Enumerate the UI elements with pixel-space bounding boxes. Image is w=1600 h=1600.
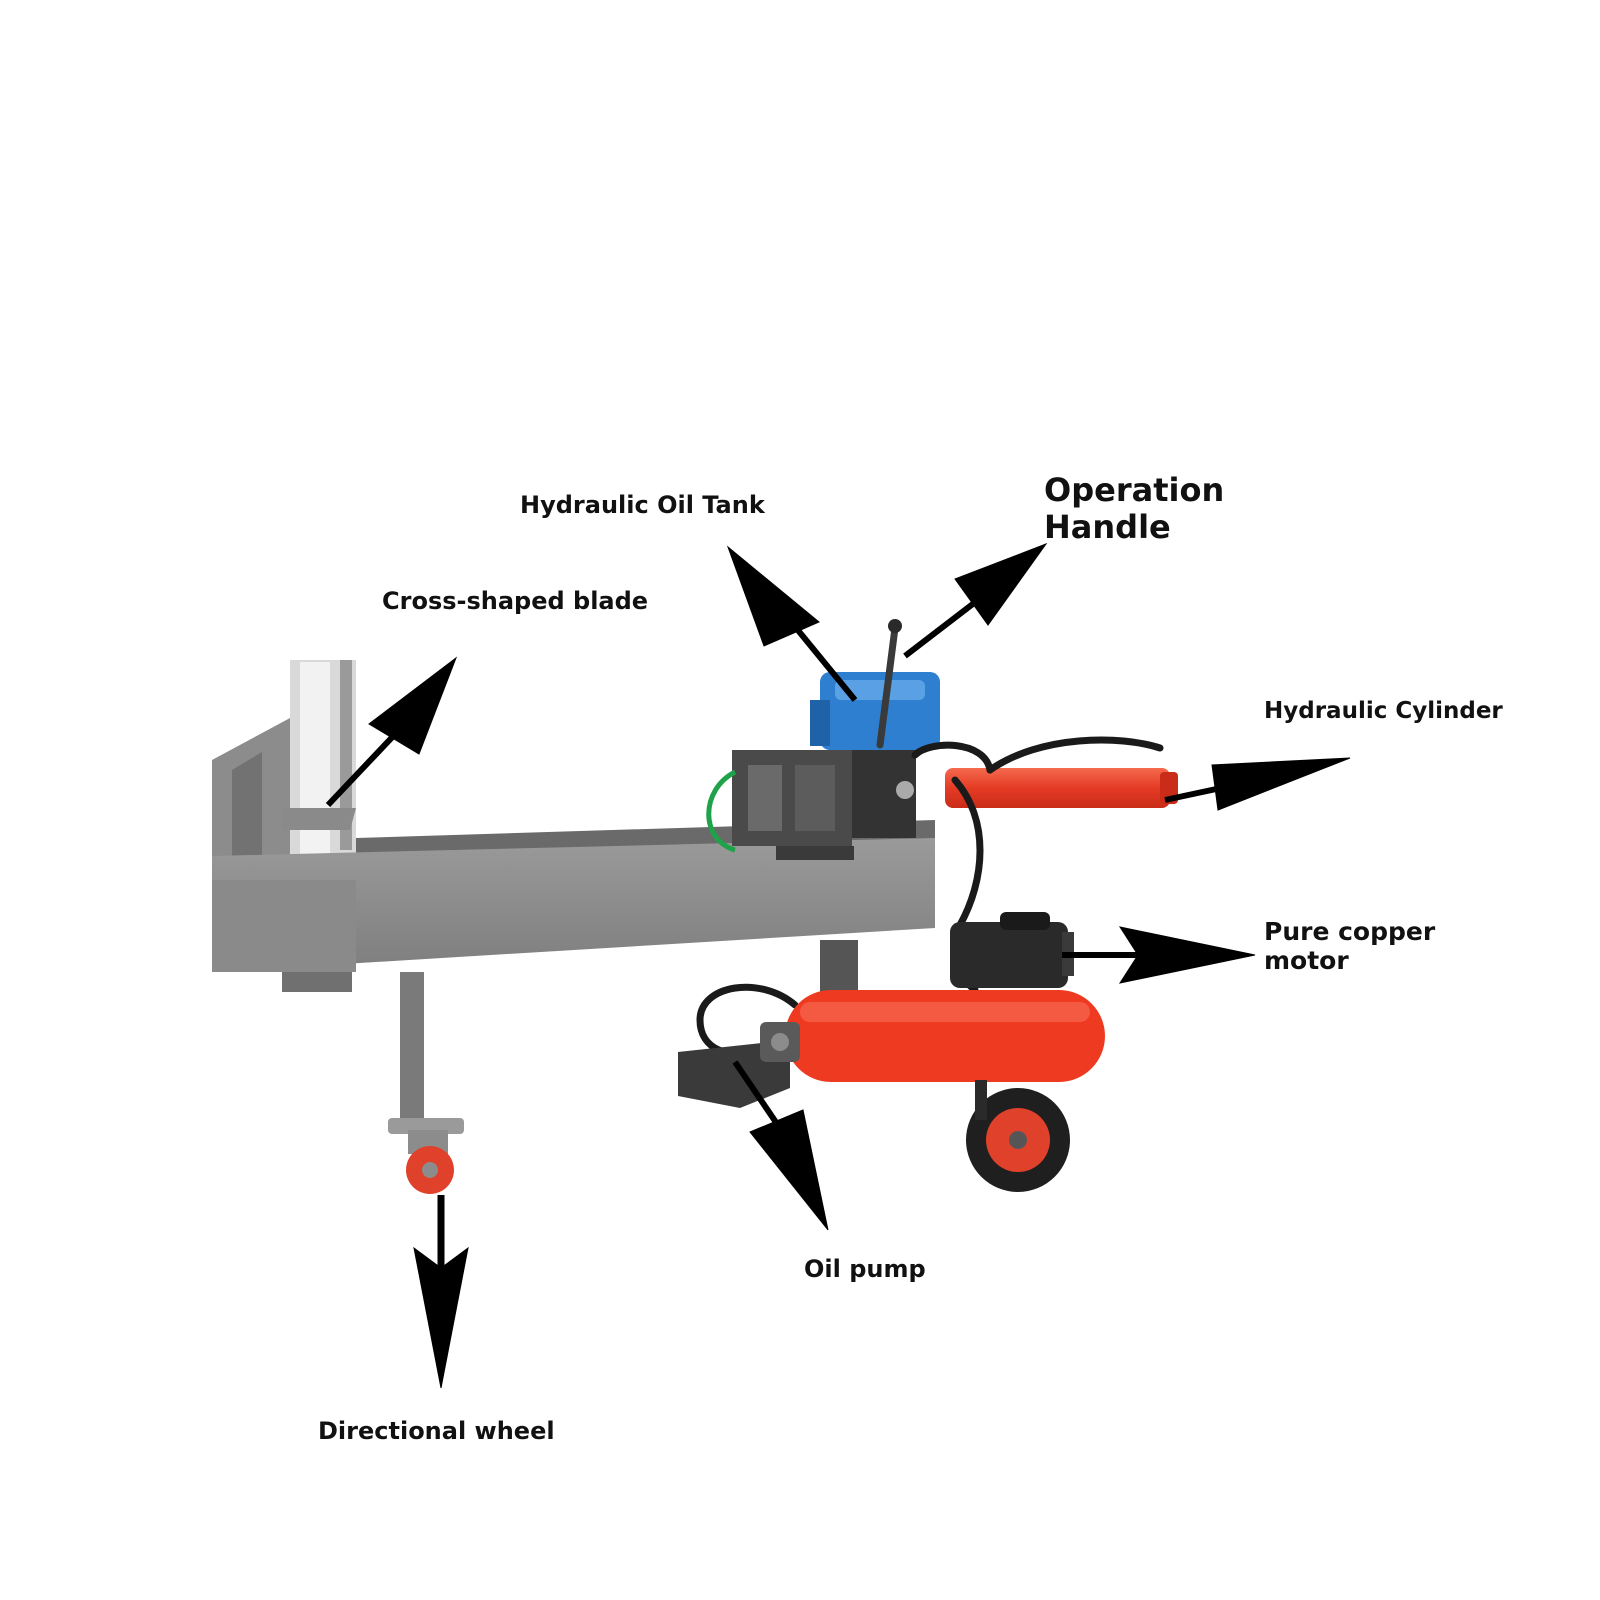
pure-copper-motor [950,912,1074,988]
label-operation-handle: Operation Handle [1044,471,1225,546]
label-oil-pump: Oil pump [804,1255,926,1283]
label-hydraulic-cylinder: Hydraulic Cylinder [1264,698,1503,724]
arrow-cross-shaped-blade [325,656,458,808]
arrow-hydraulic-oil-tank [726,545,858,702]
label-hydraulic-oil-tank: Hydraulic Oil Tank [520,491,765,519]
oil-pump [678,1022,800,1108]
hydraulic-cylinder [945,768,1178,808]
operation-handle [876,619,902,749]
main-beam [212,820,935,992]
arrow-hydraulic-cylinder [1164,757,1351,811]
arrow-directional-wheel [413,1195,469,1389]
cross-shaped-blade [212,660,356,880]
arrow-icon [325,542,1351,1389]
label-directional-wheel: Directional wheel [318,1417,555,1445]
rear-wheel [966,1080,1070,1192]
control-valve-block [706,738,916,860]
directional-wheel [388,972,464,1194]
arrow-pure-copper-motor [1062,926,1256,984]
label-pure-copper-motor: Pure copper motor [1264,917,1436,975]
label-cross-shaped-blade: Cross-shaped blade [382,587,649,615]
arrow-oil-pump [732,1060,829,1231]
arrow-operation-handle [903,542,1048,659]
belt-guard [785,990,1105,1082]
hydraulic-oil-tank [810,672,940,750]
